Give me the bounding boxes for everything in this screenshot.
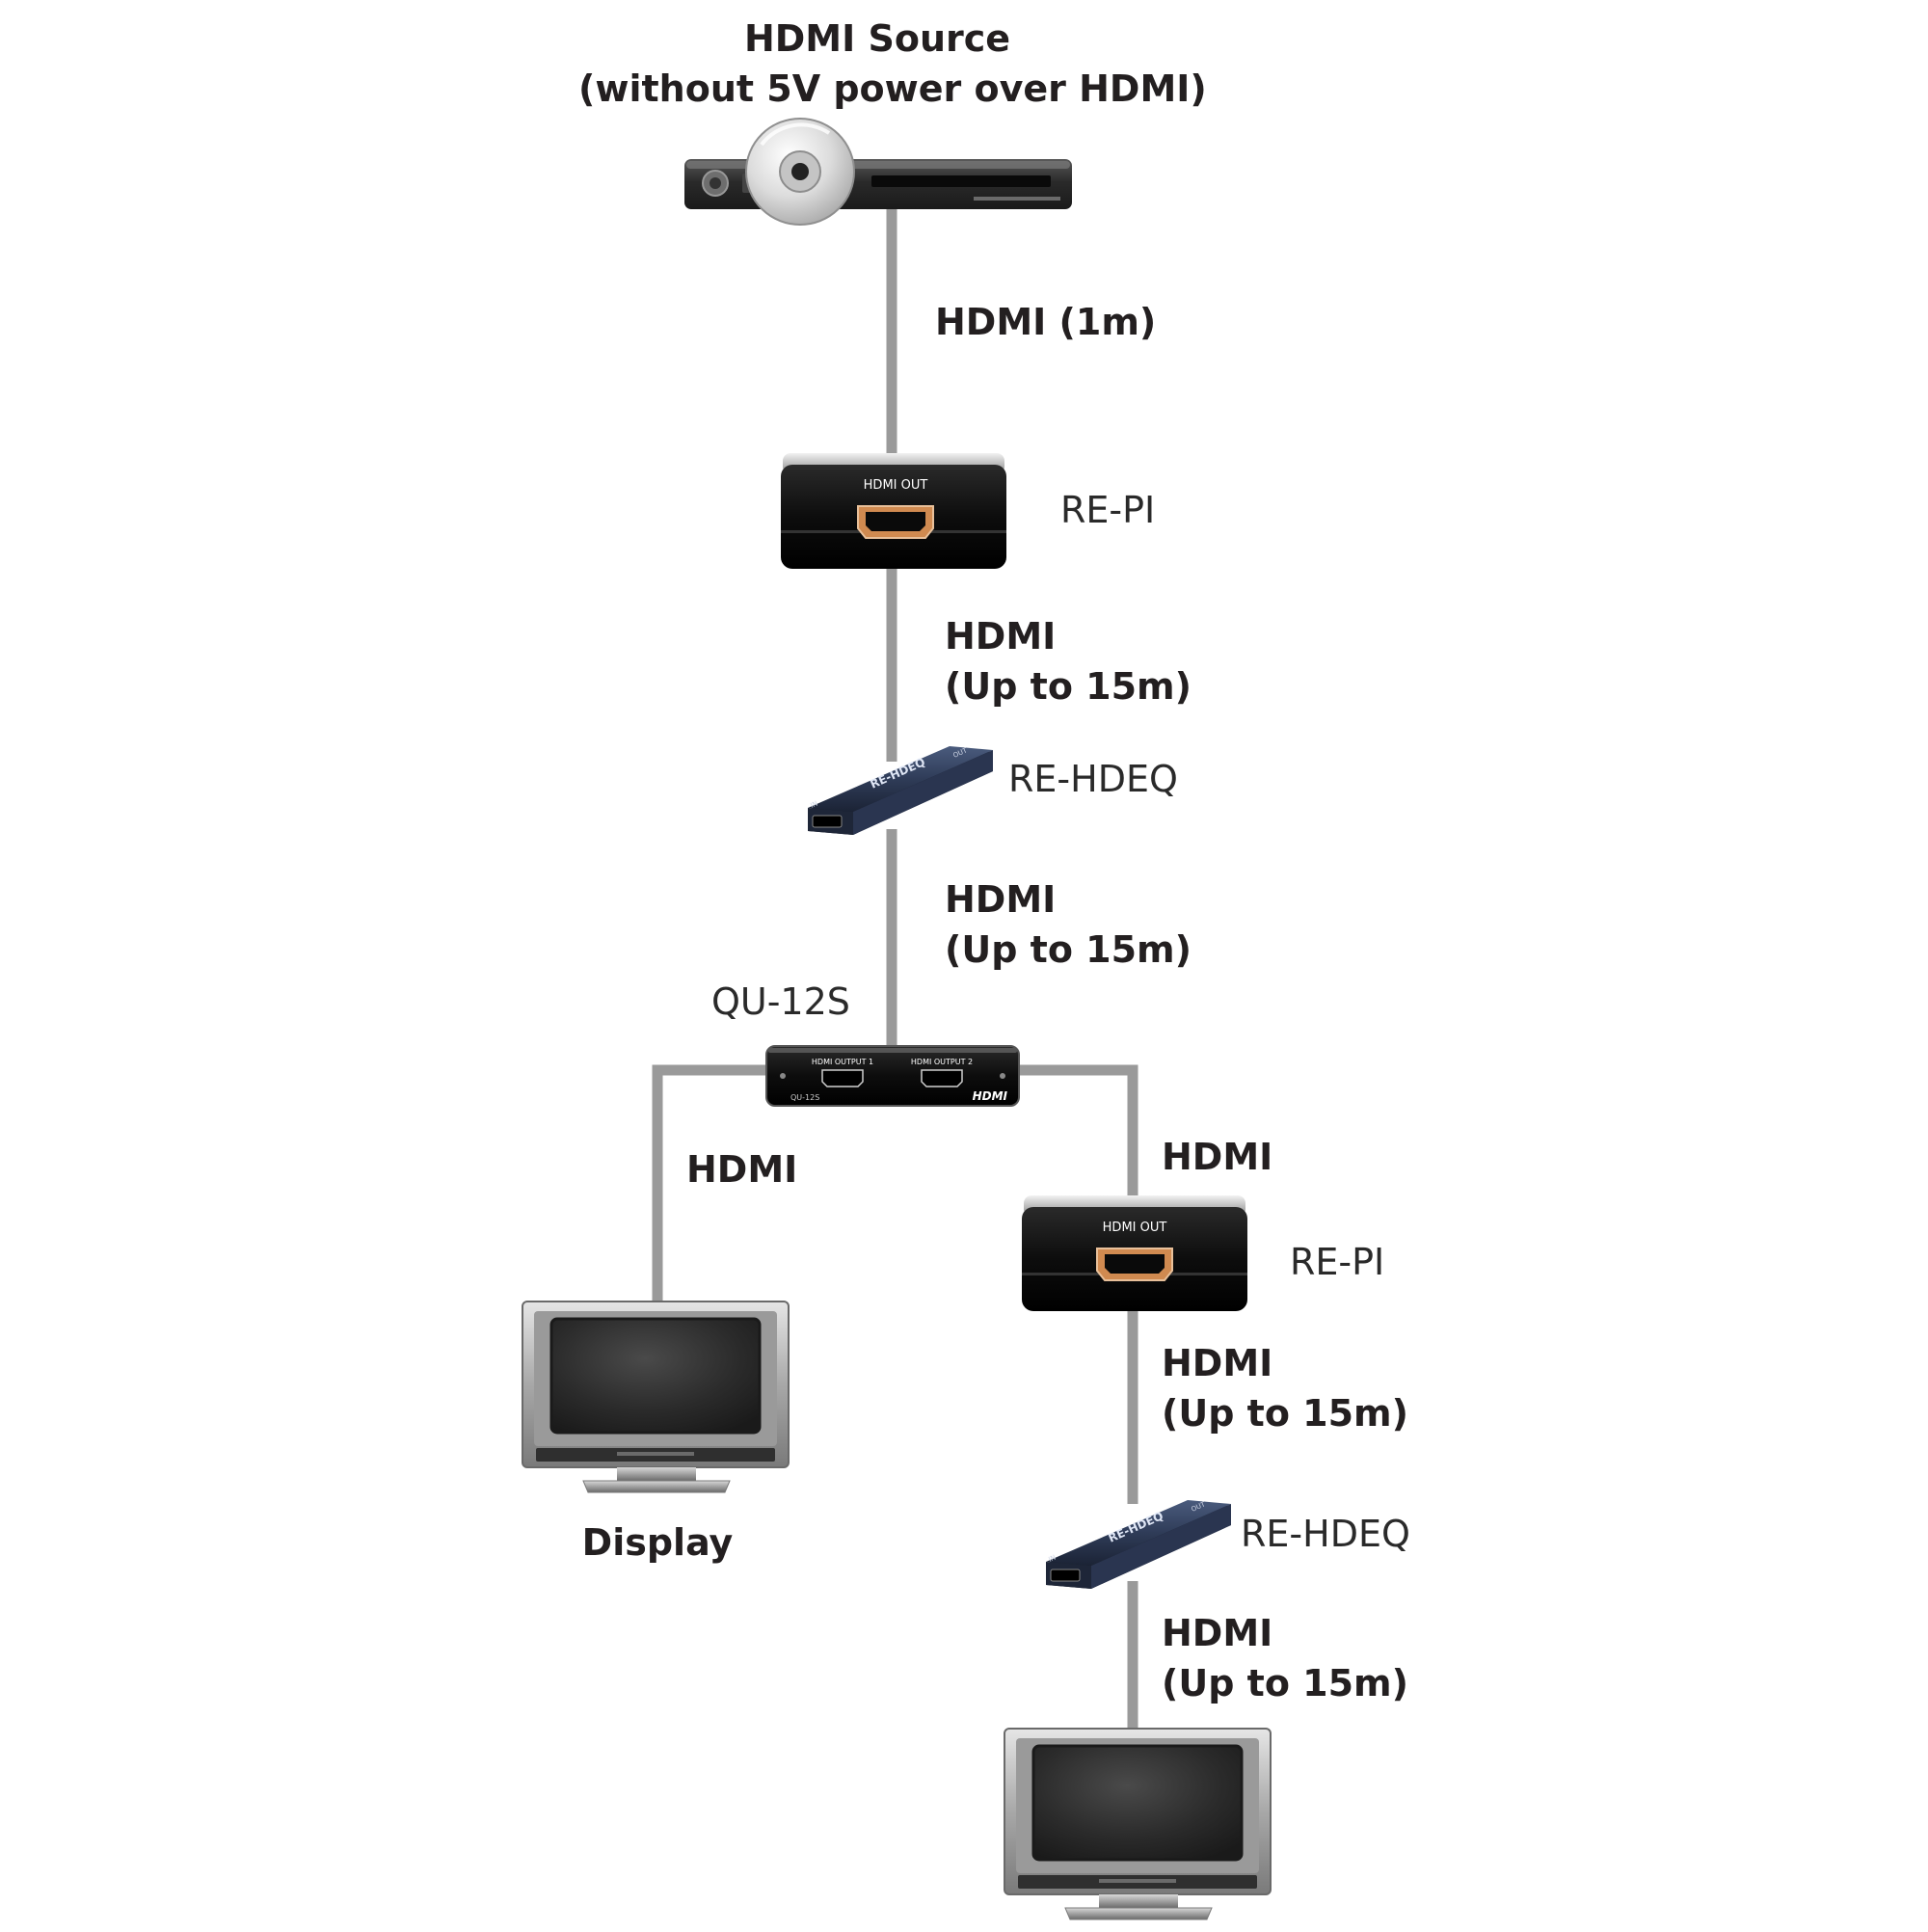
re-hdeq-2-in-label: IN — [1048, 1554, 1058, 1564]
re-hdeq-1-name: RE-HDEQ — [1008, 758, 1178, 800]
qu-12s-splitter: HDMI OUTPUT 1 HDMI OUTPUT 2 QU-12S HDMI — [765, 1045, 1020, 1107]
cable-label-4: HDMI — [686, 1148, 798, 1191]
cable-label-7-line2: (Up to 15m) — [1162, 1662, 1408, 1704]
re-pi-device-1: HDMI OUT — [781, 453, 1006, 569]
display-1-label: Display — [581, 1521, 734, 1564]
monitor-icon — [522, 1301, 790, 1493]
re-hdeq-2-name: RE-HDEQ — [1241, 1513, 1410, 1555]
cable-label-5: HDMI — [1162, 1136, 1273, 1178]
cable-label-3: HDMI (Up to 15m) — [945, 874, 1192, 975]
qu-12s-name: QU-12S — [711, 980, 850, 1023]
hdmi-port-icon — [857, 505, 934, 539]
source-title-line1: HDMI Source — [743, 17, 1011, 60]
monitor-icon — [1004, 1728, 1272, 1920]
cable-splitter-to-display1 — [652, 1064, 771, 1306]
hdmi-logo: HDMI — [973, 1089, 1008, 1103]
cable-label-2-line1: HDMI — [945, 615, 1057, 657]
cable-label-6-line1: HDMI — [1162, 1342, 1273, 1384]
qu-12s-model-label: QU-12S — [790, 1093, 819, 1102]
hdmi-port-icon — [921, 1069, 963, 1087]
source-title: HDMI Source (without 5V power over HDMI) — [578, 13, 1207, 114]
cable-label-1: HDMI (1m) — [935, 301, 1157, 343]
qu-12s-out2-label: HDMI OUTPUT 2 — [911, 1058, 973, 1066]
cables — [652, 207, 1138, 1731]
re-pi-1-port-label: HDMI OUT — [864, 478, 928, 493]
cable-label-6: HDMI (Up to 15m) — [1162, 1338, 1408, 1438]
re-hdeq-1-in-label: IN — [810, 800, 819, 810]
re-pi-2-name: RE-PI — [1290, 1241, 1385, 1283]
source-title-line2: (without 5V power over HDMI) — [578, 67, 1207, 110]
cable-label-2: HDMI (Up to 15m) — [945, 611, 1192, 711]
cable-label-3-line1: HDMI — [945, 878, 1057, 921]
cable-label-2-line2: (Up to 15m) — [945, 665, 1192, 708]
re-pi-device-2: HDMI OUT — [1022, 1195, 1247, 1311]
qu-12s-out1-label: HDMI OUTPUT 1 — [812, 1058, 873, 1066]
hdmi-port-icon — [821, 1069, 864, 1087]
cable-label-7: HDMI (Up to 15m) — [1162, 1608, 1408, 1708]
hdmi-port-icon — [1096, 1248, 1173, 1281]
cable-splitter-to-repi2 — [1012, 1064, 1138, 1195]
re-pi-1-name: RE-PI — [1060, 489, 1156, 531]
cable-label-6-line2: (Up to 15m) — [1162, 1392, 1408, 1435]
re-pi-2-port-label: HDMI OUT — [1103, 1221, 1167, 1235]
cable-label-3-line2: (Up to 15m) — [945, 928, 1192, 971]
cable-label-7-line1: HDMI — [1162, 1612, 1273, 1654]
disc-icon — [745, 118, 855, 226]
